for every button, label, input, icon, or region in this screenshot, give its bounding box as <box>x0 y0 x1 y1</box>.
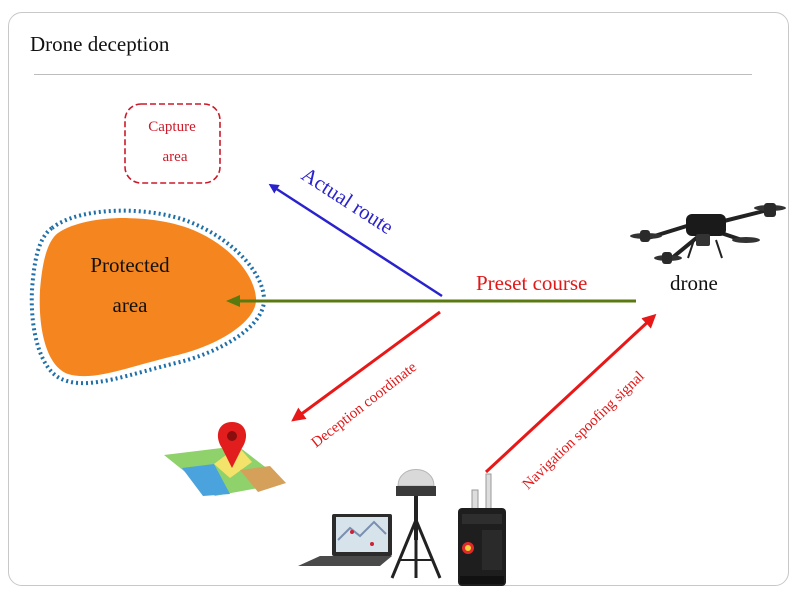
navigation-spoofing-arrow <box>484 313 657 474</box>
capture-area-label: Capture <box>148 119 196 135</box>
deception-coordinate-arrow <box>291 310 441 422</box>
deception-coordinate-label: Deception coordinate <box>309 359 421 451</box>
drone-icon <box>630 203 786 264</box>
gnss-antenna-icon <box>390 469 442 579</box>
protected-area-label: Protected <box>90 253 170 277</box>
navigation-spoofing-label: Navigation spoofing signal <box>520 368 648 492</box>
title-divider <box>34 74 752 75</box>
map-pin-icon <box>164 422 286 496</box>
laptop-icon <box>298 514 392 566</box>
protected-area: Protected area <box>29 208 267 386</box>
protected-area-label-2: area <box>113 293 149 317</box>
preset-course-label: Preset course <box>476 271 587 295</box>
capture-area: Capture area <box>124 103 221 184</box>
actual-route-arrow <box>268 183 443 298</box>
page-title: Drone deception <box>30 32 170 56</box>
actual-route-label: Actual route <box>297 162 398 239</box>
spoofing-device-icon <box>458 473 506 586</box>
drone-label: drone <box>670 271 718 295</box>
capture-area-label-2: area <box>163 149 188 165</box>
